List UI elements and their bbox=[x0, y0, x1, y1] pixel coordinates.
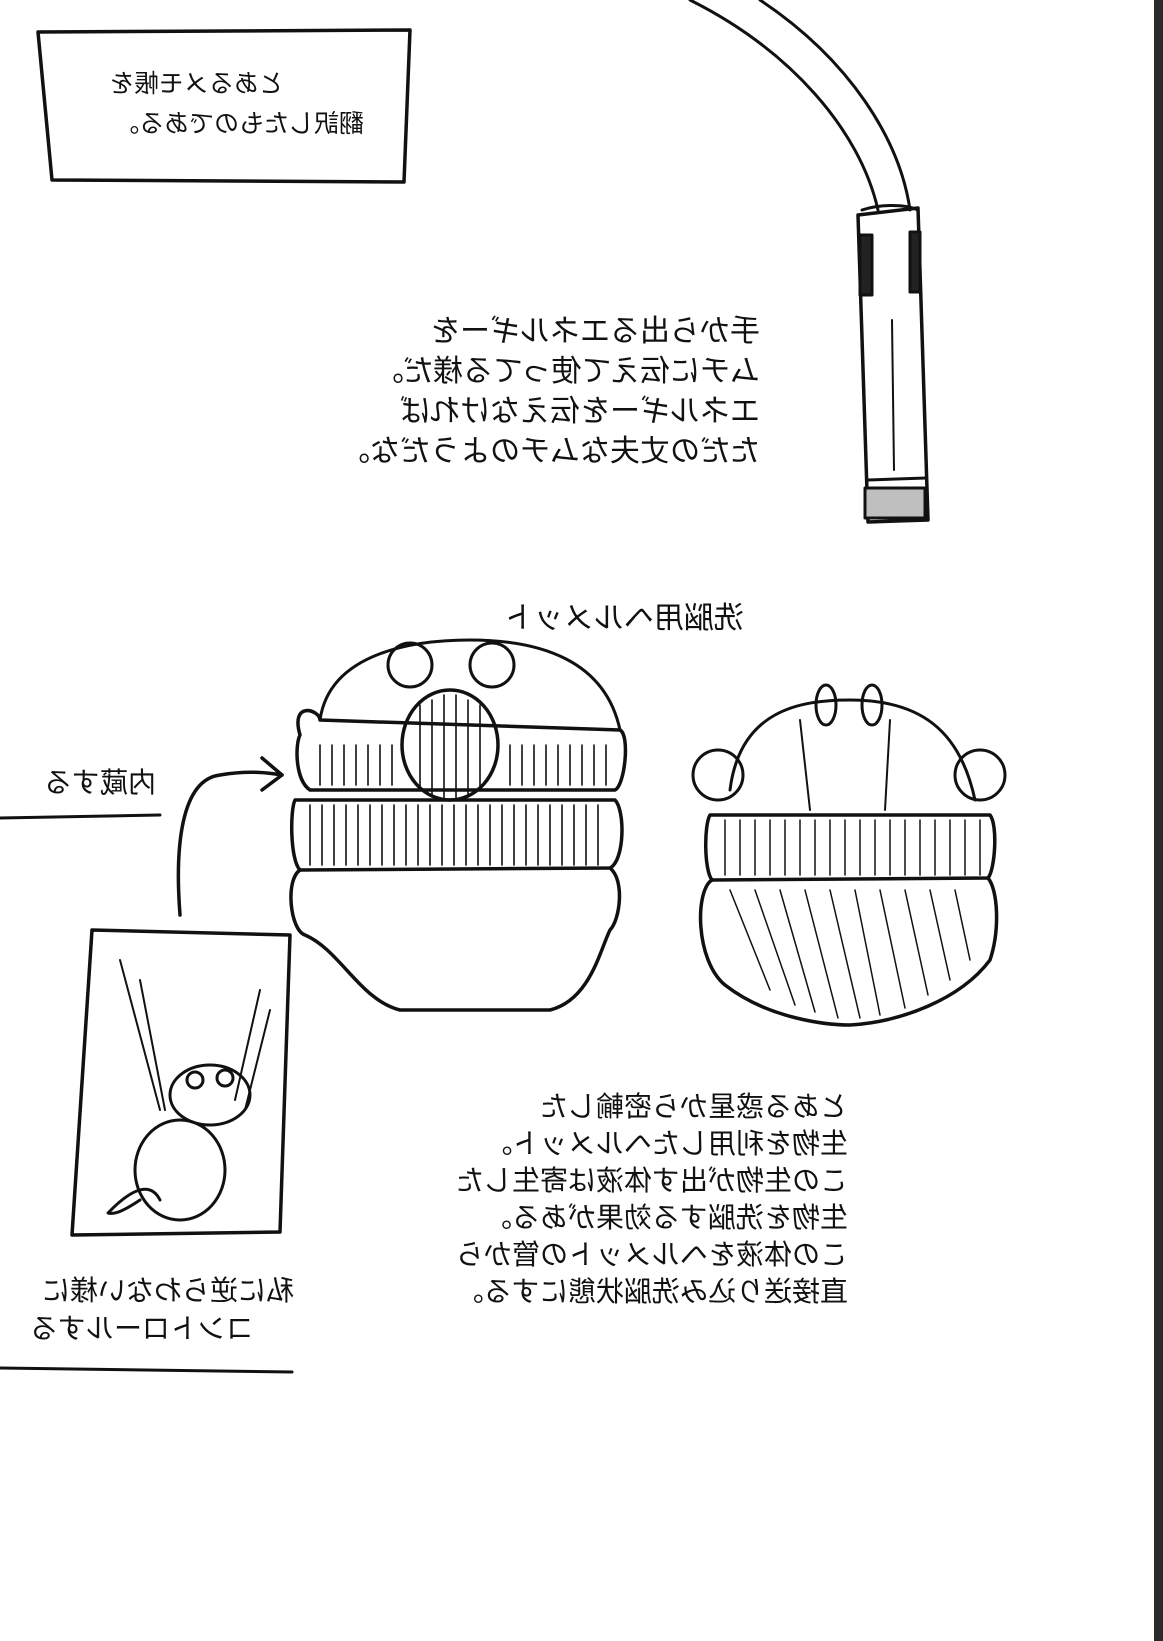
whip-line-4: ただの丈夫なムチのようだな。 bbox=[340, 434, 760, 469]
title-line-1: とあるメモ帳を bbox=[108, 69, 284, 98]
builtin-arrow bbox=[176, 770, 284, 917]
creature-illustration bbox=[70, 928, 292, 1237]
title-line-2: 翻訳したものである。 bbox=[114, 109, 364, 138]
helmet-note-line-6: 直接送り込み洗脳状態にする。 bbox=[455, 1275, 848, 1308]
page-edge-border bbox=[1154, 0, 1163, 1641]
whip-note: 手から出るエネルギーを ムチに伝えて使ってる様だ。 エネルギーを伝えなければ た… bbox=[340, 312, 760, 472]
helmet-note-line-2: 生物を利用したヘルメット。 bbox=[484, 1127, 848, 1160]
title-box-text: とあるメモ帳を 翻訳したものである。 bbox=[84, 64, 364, 144]
helmet-note: とある惑星から密輸した 生物を利用したヘルメット。 この生物が出す体液は寄生した… bbox=[408, 1088, 848, 1310]
helmet-note-line-4: 生物を洗脳する効果がある。 bbox=[483, 1201, 848, 1234]
whip-line-1: 手から出るエネルギーを bbox=[430, 314, 760, 349]
whip-illustration bbox=[688, 0, 930, 524]
title-box-frame bbox=[36, 28, 412, 184]
whip-line-2: ムチに伝えて使ってる様だ。 bbox=[373, 354, 760, 389]
control-underline bbox=[0, 1366, 294, 1374]
helmet-right-illustration bbox=[691, 683, 1007, 1027]
builtin-label: 内蔵する bbox=[43, 766, 156, 799]
control-note: 私に逆らわない様に コントロールする bbox=[14, 1272, 294, 1348]
control-line-2: コントロールする bbox=[29, 1312, 254, 1345]
control-line-1: 私に逆らわない様に bbox=[41, 1274, 294, 1307]
builtin-underline bbox=[0, 813, 162, 820]
helmet-note-line-3: この生物が出す体液は寄生した bbox=[455, 1164, 848, 1197]
helmet-note-line-1: とある惑星から密輸した bbox=[539, 1090, 848, 1123]
helmet-label: 洗脳用ヘルメット bbox=[504, 601, 744, 636]
helmet-left-illustration bbox=[289, 638, 628, 1012]
helmet-note-line-5: この体液をヘルメットの管から bbox=[455, 1238, 848, 1271]
whip-line-3: エネルギーを伝えなければ bbox=[400, 394, 760, 429]
